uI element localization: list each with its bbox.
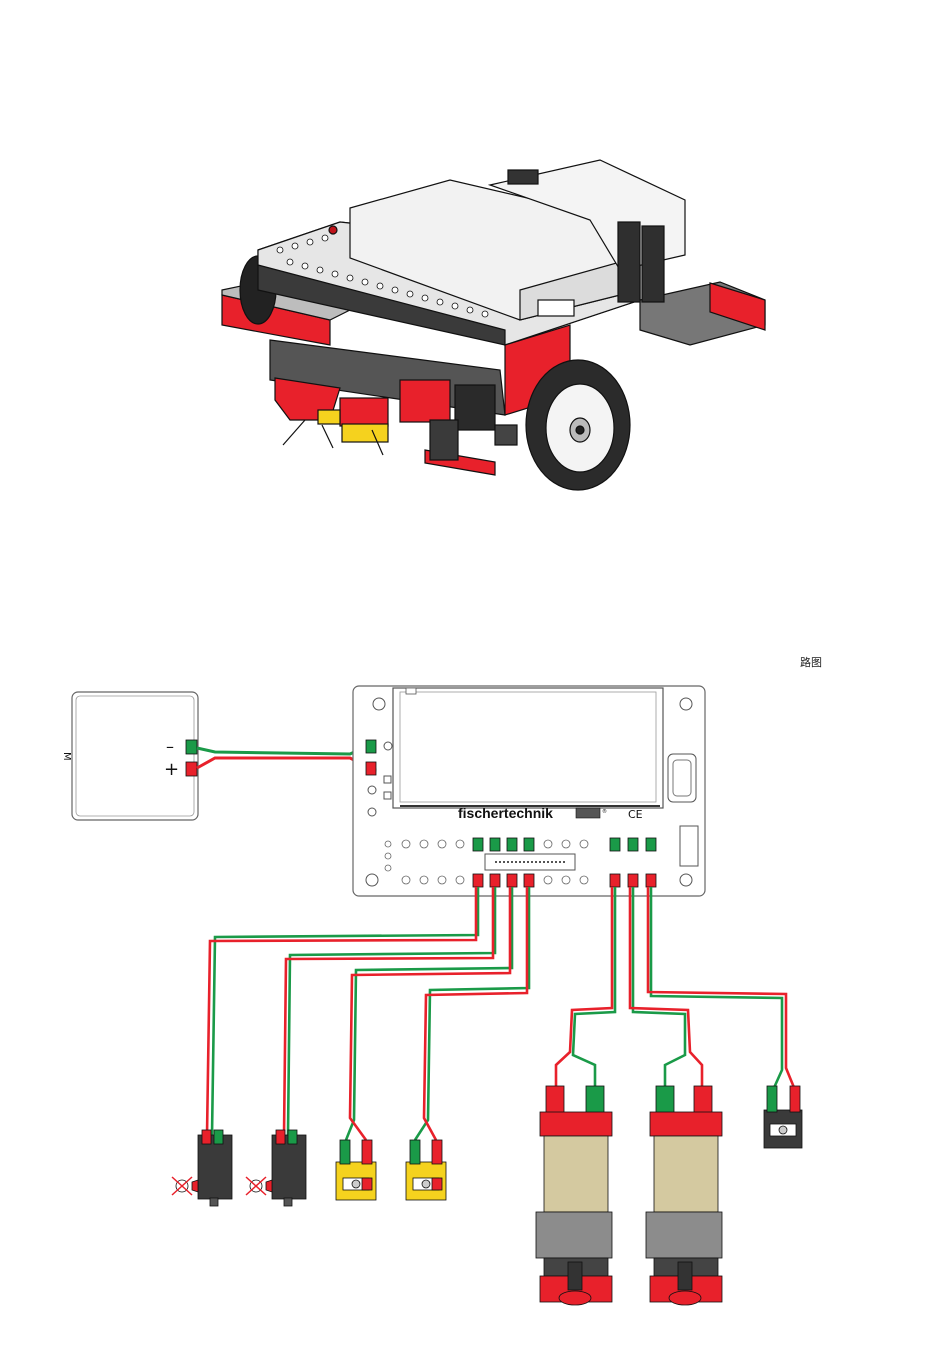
push-switch-1 xyxy=(172,1130,232,1206)
lamp-block xyxy=(764,1086,802,1148)
mount-hole-tr xyxy=(680,698,692,710)
registered-mark: ® xyxy=(602,808,607,815)
battery-minus-terminal[interactable] xyxy=(186,740,197,754)
pillar-right xyxy=(642,226,664,302)
battery-side-mark: M xyxy=(61,752,72,761)
status-led xyxy=(329,226,337,234)
motor-1 xyxy=(536,1086,612,1305)
side-connector[interactable] xyxy=(680,826,698,866)
phototransistor-1 xyxy=(336,1140,376,1200)
ce-mark: CE xyxy=(628,808,643,821)
push-switch-2 xyxy=(246,1130,306,1206)
pillar-left xyxy=(618,222,640,302)
robot-illustration xyxy=(222,160,765,490)
controller-board: fischertechnik ® CE xyxy=(353,686,705,896)
battery-box: M – + xyxy=(61,692,198,820)
battery-connector xyxy=(508,170,538,184)
motor-2 xyxy=(646,1086,722,1305)
ribbon-connector[interactable] xyxy=(485,854,575,870)
battery-plus-terminal[interactable] xyxy=(186,762,197,776)
front-red-block xyxy=(400,380,450,422)
ctrl-minus-terminal[interactable] xyxy=(366,740,376,753)
axle-hub xyxy=(495,425,517,445)
callout-line-2 xyxy=(322,425,333,448)
serial-port xyxy=(538,300,574,316)
front-dark-block xyxy=(455,385,495,430)
phototransistor-yellow xyxy=(342,424,388,442)
right-wheel xyxy=(526,360,630,490)
callout-line-1 xyxy=(283,420,305,445)
phototransistor-2 xyxy=(406,1140,446,1200)
brand-badge xyxy=(576,808,600,818)
brand-logo: fischertechnik xyxy=(458,805,553,821)
mount-hole-tl xyxy=(373,698,385,710)
power-wires xyxy=(197,745,370,768)
phototransistor-red xyxy=(340,398,388,426)
battery-plus-label: + xyxy=(164,759,179,780)
battery-minus-label: – xyxy=(166,737,174,756)
ctrl-plus-terminal[interactable] xyxy=(366,762,376,775)
